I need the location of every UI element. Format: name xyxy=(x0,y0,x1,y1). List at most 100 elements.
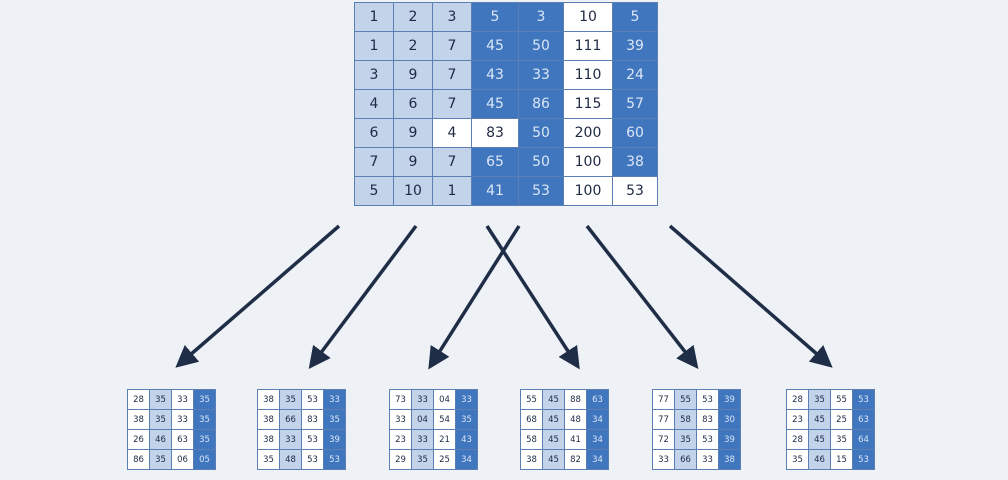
sub-table-cell: 86 xyxy=(128,450,149,469)
main-table-cell: 7 xyxy=(355,148,393,176)
sub-table-cell: 05 xyxy=(194,450,215,469)
main-table-cell: 24 xyxy=(613,61,657,89)
sub-table-cell: 45 xyxy=(809,430,830,449)
sub-table-cell: 55 xyxy=(521,390,542,409)
sub-table-cell: 35 xyxy=(150,390,171,409)
sub-table-cell: 38 xyxy=(521,450,542,469)
sub-table-cell: 35 xyxy=(831,430,852,449)
sub-table-cell: 38 xyxy=(258,430,279,449)
sub-table-cell: 33 xyxy=(412,390,433,409)
sub-table-cell: 83 xyxy=(302,410,323,429)
sub-table-cell: 35 xyxy=(194,430,215,449)
sub-table-cell: 35 xyxy=(194,390,215,409)
main-table-cell: 7 xyxy=(433,148,471,176)
main-table-cell: 65 xyxy=(472,148,518,176)
sub-table-cell: 34 xyxy=(587,450,608,469)
sub-table-cell: 34 xyxy=(456,450,477,469)
sub-table-cell: 38 xyxy=(258,390,279,409)
main-table-cell: 41 xyxy=(472,177,518,205)
arrow-1 xyxy=(175,224,341,368)
sub-table-cell: 45 xyxy=(809,410,830,429)
main-table-cell: 53 xyxy=(613,177,657,205)
sub-table-cell: 63 xyxy=(172,430,193,449)
main-table-cell: 38 xyxy=(613,148,657,176)
main-table-cell: 10 xyxy=(394,177,432,205)
sub-table-cell: 35 xyxy=(280,390,301,409)
main-table-cell: 57 xyxy=(613,90,657,118)
sub-table-cell: 23 xyxy=(390,430,411,449)
main-table-cell: 1 xyxy=(355,32,393,60)
main-table-cell: 4 xyxy=(355,90,393,118)
sub-table-cell: 33 xyxy=(390,410,411,429)
main-table-cell: 33 xyxy=(519,61,563,89)
sub-table-cell: 35 xyxy=(194,410,215,429)
main-table-cell: 3 xyxy=(355,61,393,89)
sub-table-cell: 35 xyxy=(258,450,279,469)
sub-table-cell: 30 xyxy=(719,410,740,429)
main-table-cell: 1 xyxy=(433,177,471,205)
sub-table-cell: 04 xyxy=(434,390,455,409)
sub-table-cell: 63 xyxy=(587,390,608,409)
main-table-cell: 10 xyxy=(564,3,612,31)
sub-table-cell: 53 xyxy=(302,450,323,469)
sub-table-cell: 15 xyxy=(831,450,852,469)
sub-table-cell: 63 xyxy=(853,410,874,429)
sub-table-cell: 29 xyxy=(390,450,411,469)
sub-table-cell: 53 xyxy=(324,450,345,469)
sub-table-cell: 28 xyxy=(128,390,149,409)
sub-table-cell: 41 xyxy=(565,430,586,449)
sub-table-cell: 39 xyxy=(324,430,345,449)
sub-table-cell: 58 xyxy=(521,430,542,449)
main-table-cell: 7 xyxy=(433,32,471,60)
main-table-cell: 2 xyxy=(394,32,432,60)
arrow-6 xyxy=(668,224,833,368)
sub-table-cell: 04 xyxy=(412,410,433,429)
sub-table-cell: 83 xyxy=(697,410,718,429)
sub-table-cell: 35 xyxy=(809,390,830,409)
sub-table-cell: 73 xyxy=(390,390,411,409)
main-table-cell: 7 xyxy=(433,61,471,89)
sub-table-cell: 35 xyxy=(675,430,696,449)
sub-table-cell: 77 xyxy=(653,410,674,429)
sub-table-cell: 45 xyxy=(543,450,564,469)
main-table-cell: 45 xyxy=(472,90,518,118)
main-table-cell: 4 xyxy=(433,119,471,147)
main-table-cell: 9 xyxy=(394,119,432,147)
sub-table-cell: 46 xyxy=(809,450,830,469)
sub-table-cell: 77 xyxy=(653,390,674,409)
sub-table-cell: 66 xyxy=(280,410,301,429)
main-table-cell: 50 xyxy=(519,119,563,147)
sub-table-cell: 35 xyxy=(456,410,477,429)
main-table-cell: 111 xyxy=(564,32,612,60)
sub-table-cell: 45 xyxy=(543,390,564,409)
sub-table-cell: 55 xyxy=(831,390,852,409)
main-table-cell: 100 xyxy=(564,148,612,176)
sub-table-cell: 38 xyxy=(719,450,740,469)
sub-table-cell: 28 xyxy=(787,430,808,449)
sub-table-cell: 33 xyxy=(172,390,193,409)
sub-table-cell: 38 xyxy=(128,410,149,429)
arrow-2 xyxy=(308,224,418,370)
main-table-cell: 50 xyxy=(519,32,563,60)
main-table-cell: 100 xyxy=(564,177,612,205)
sub-table-cell: 28 xyxy=(787,390,808,409)
sub-table-cell: 72 xyxy=(653,430,674,449)
sub-table-cell: 45 xyxy=(543,430,564,449)
main-table-cell: 45 xyxy=(472,32,518,60)
sub-table-cell: 55 xyxy=(675,390,696,409)
main-table-cell: 60 xyxy=(613,119,657,147)
main-table-cell: 7 xyxy=(433,90,471,118)
arrow-5 xyxy=(585,224,699,369)
main-table-cell: 53 xyxy=(519,177,563,205)
sub-table-cell: 35 xyxy=(150,410,171,429)
arrow-4 xyxy=(485,225,580,370)
main-table-cell: 86 xyxy=(519,90,563,118)
sub-table-cell: 25 xyxy=(831,410,852,429)
sub-table-cell: 34 xyxy=(587,410,608,429)
